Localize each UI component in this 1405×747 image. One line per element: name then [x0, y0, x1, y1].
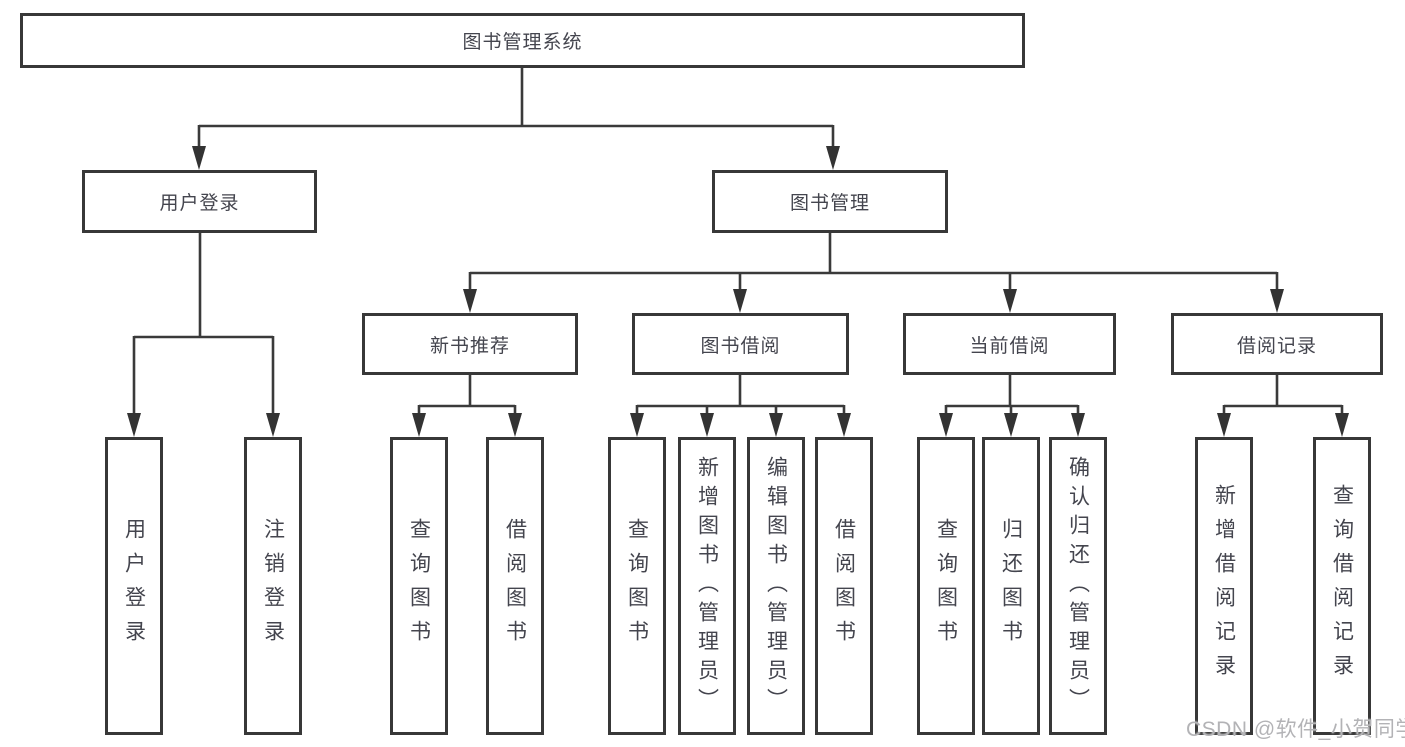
leaf-logout: 注销登录: [244, 437, 302, 735]
leaf-confirm-return-admin: 确认归还（管理员）: [1049, 437, 1107, 735]
leaf-borrow-book-recommend: 借阅图书: [486, 437, 544, 735]
node-current-borrowing: 当前借阅: [903, 313, 1116, 375]
node-new-book-recommend-label: 新书推荐: [429, 335, 510, 357]
leaf-add-book-admin: 新增图书（管理员）: [678, 437, 736, 735]
arrow-down-icon: [733, 289, 747, 313]
leaf-return-book-label: 归还图书: [999, 518, 1023, 654]
leaf-borrow-book-recommend-label: 借阅图书: [503, 518, 527, 654]
arrow-down-icon: [630, 413, 644, 437]
node-root: 图书管理系统: [20, 13, 1025, 68]
leaf-return-book: 归还图书: [982, 437, 1040, 735]
leaf-query-book-borrowing: 查询图书: [608, 437, 666, 735]
arrow-down-icon: [1003, 289, 1017, 313]
arrow-down-icon: [837, 413, 851, 437]
arrow-down-icon: [266, 413, 280, 437]
leaf-query-book-recommend: 查询图书: [390, 437, 448, 735]
node-user-login: 用户登录: [82, 170, 317, 233]
arrow-down-icon: [700, 413, 714, 437]
node-borrow-records-label: 借阅记录: [1236, 335, 1317, 357]
leaf-add-borrow-record: 新增借阅记录: [1195, 437, 1253, 735]
leaf-query-book-borrowing-label: 查询图书: [625, 518, 649, 654]
arrow-down-icon: [508, 413, 522, 437]
node-user-login-label: 用户登录: [159, 193, 240, 214]
arrow-down-icon: [412, 413, 426, 437]
leaf-edit-book-admin-label: 编辑图书（管理员）: [764, 455, 788, 717]
arrow-down-icon: [939, 413, 953, 437]
node-book-borrowing-label: 图书借阅: [700, 335, 781, 357]
arrow-down-icon: [192, 146, 206, 170]
csdn-watermark: CSDN @软件_小贺同学: [1186, 718, 1405, 741]
leaf-query-borrow-record-label: 查询借阅记录: [1330, 484, 1354, 688]
node-root-label: 图书管理系统: [462, 32, 583, 53]
arrow-down-icon: [1071, 413, 1085, 437]
leaf-borrow-book: 借阅图书: [815, 437, 873, 735]
arrow-down-icon: [1270, 289, 1284, 313]
arrow-down-icon: [463, 289, 477, 313]
leaf-query-book-recommend-label: 查询图书: [407, 518, 431, 654]
arrow-down-icon: [1217, 413, 1231, 437]
leaf-add-borrow-record-label: 新增借阅记录: [1212, 484, 1236, 688]
leaf-borrow-book-label: 借阅图书: [832, 518, 856, 654]
leaf-logout-label: 注销登录: [261, 518, 285, 654]
leaf-query-book-current: 查询图书: [917, 437, 975, 735]
node-borrow-records: 借阅记录: [1171, 313, 1383, 375]
arrow-down-icon: [1335, 413, 1349, 437]
arrow-down-icon: [127, 413, 141, 437]
leaf-query-borrow-record: 查询借阅记录: [1313, 437, 1371, 735]
arrow-down-icon: [769, 413, 783, 437]
node-current-borrowing-label: 当前借阅: [969, 335, 1050, 357]
node-new-book-recommend: 新书推荐: [362, 313, 578, 375]
leaf-edit-book-admin: 编辑图书（管理员）: [747, 437, 805, 735]
arrow-down-icon: [826, 146, 840, 170]
arrow-down-icon: [1004, 413, 1018, 437]
node-book-borrowing: 图书借阅: [632, 313, 849, 375]
node-book-management: 图书管理: [712, 170, 948, 233]
leaf-add-book-admin-label: 新增图书（管理员）: [695, 455, 719, 717]
node-book-management-label: 图书管理: [789, 193, 870, 214]
leaf-user-login-label: 用户登录: [122, 518, 146, 654]
leaf-query-book-current-label: 查询图书: [934, 518, 958, 654]
leaf-confirm-return-admin-label: 确认归还（管理员）: [1066, 455, 1090, 717]
leaf-user-login: 用户登录: [105, 437, 163, 735]
